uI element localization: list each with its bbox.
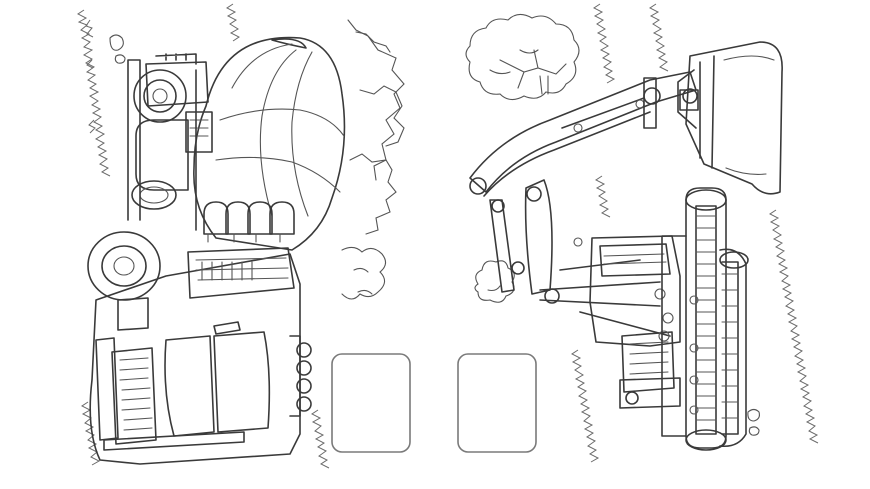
grass-strip-left-top-icon [77,9,111,177]
grass-strip-center-bottom-icon [311,409,330,469]
grass-strip-far-right-icon [769,209,819,444]
stone-icon [109,34,760,436]
roller-cylinders [203,201,295,243]
bush-icon [474,260,515,303]
cement-mixer-truck-icon [87,36,346,465]
grass-strip-left-bottom-icon [81,401,101,466]
mountain-icon [341,19,405,300]
color-swatch-box-left[interactable] [331,353,411,453]
tree-icon [465,13,580,101]
grass-strip-right-top-icon [593,3,669,84]
grass-strip-center-top-icon [226,3,240,42]
grass-strip-right-bottom-icon [571,349,600,463]
grass-strip-right-middle-icon [595,175,611,218]
excavator-icon [469,41,783,451]
color-swatch-box-right[interactable] [457,353,537,453]
